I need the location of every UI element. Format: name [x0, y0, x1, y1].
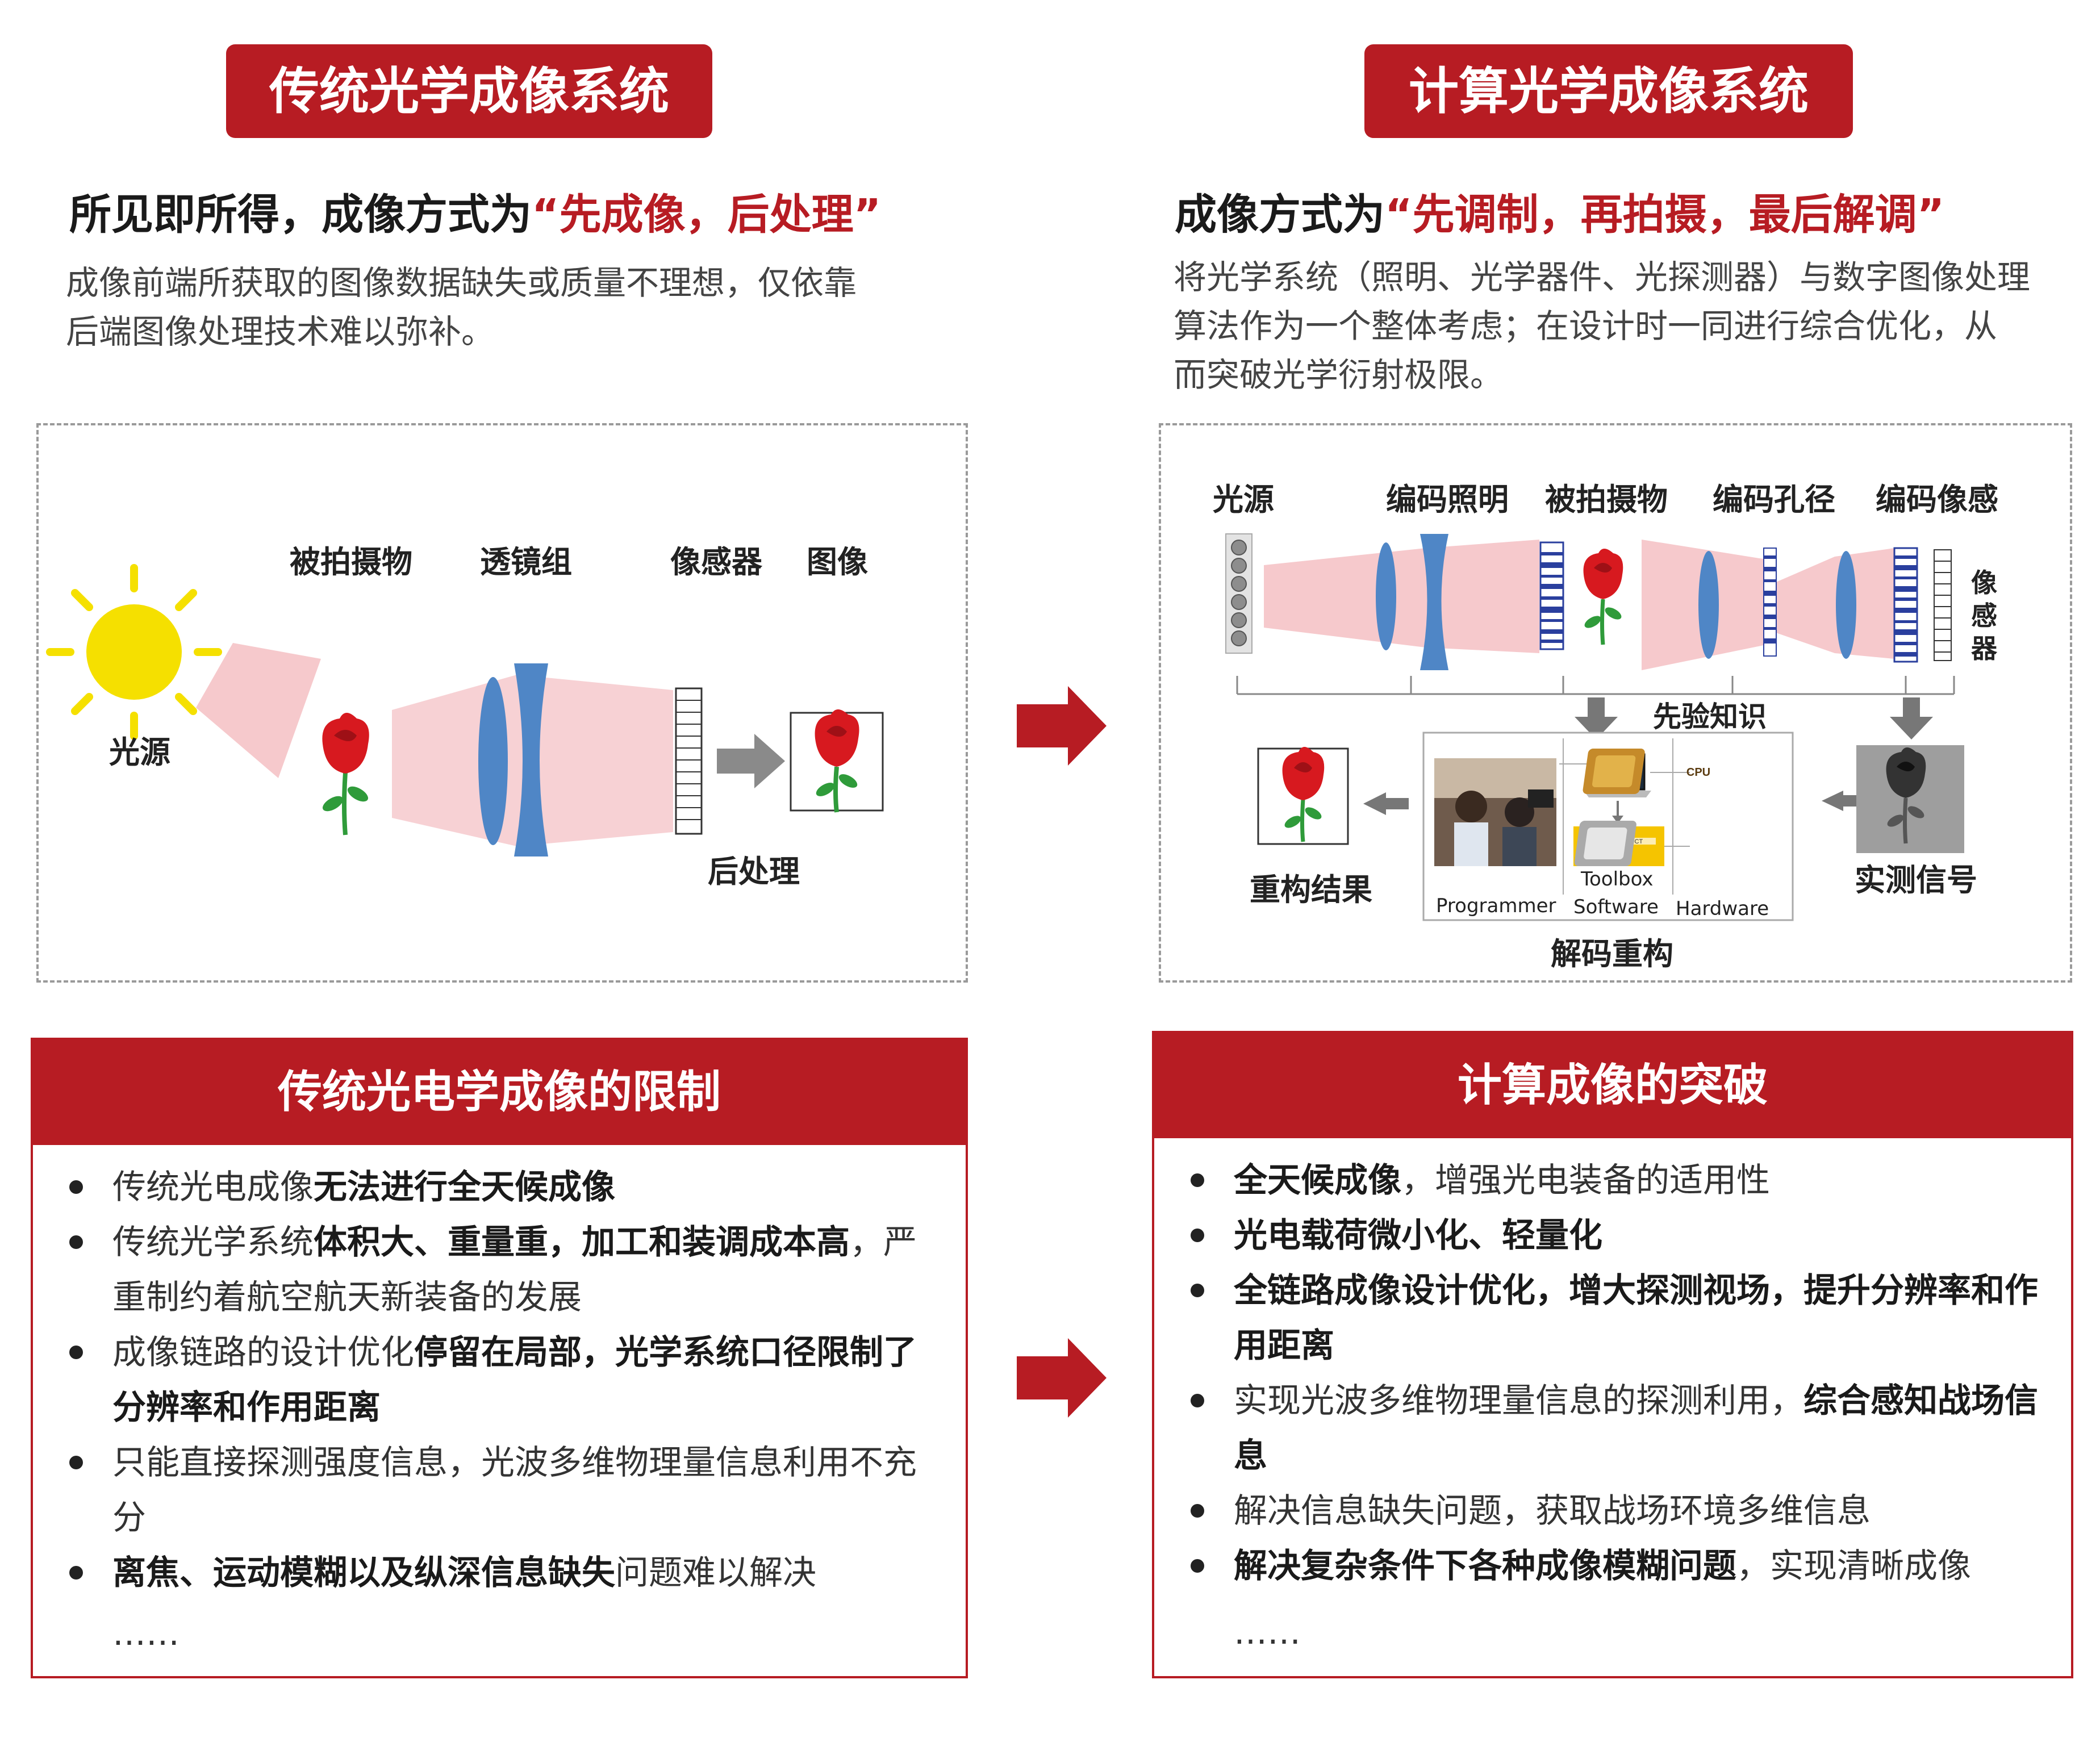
aperture-lens	[1698, 551, 1719, 659]
label-sensor-vertical-3: 器	[1971, 633, 1997, 664]
led-array-icon	[1225, 533, 1253, 654]
list-item: 解决复杂条件下各种成像模糊问题，实现清晰成像	[1154, 1538, 2071, 1593]
label-decoding: 解码重构	[1551, 936, 1673, 972]
traditional-limits-list: 传统光电成像无法进行全天候成像 传统光学系统体积大、重量重，加工和装调成本高，严…	[33, 1159, 966, 1600]
label-coded-illumination: 编码照明	[1386, 482, 1509, 517]
label-sensor-vertical-1: 像	[1971, 567, 1997, 598]
traditional-limits-ellipsis: ……	[112, 1614, 179, 1653]
rose-icon	[322, 713, 369, 835]
illumination-beam	[1264, 540, 1539, 653]
label-object: 被拍摄物	[290, 544, 412, 580]
right-subtitle: 成像方式为“先调制，再拍摄，最后解调”	[1175, 190, 1945, 239]
computational-breakthrough-ellipsis: ……	[1234, 1612, 1301, 1652]
coded-sensor-pattern	[1893, 547, 1952, 663]
label-coded-sensor: 编码像感	[1876, 482, 1998, 517]
label-lens-group: 透镜组	[480, 544, 572, 580]
light-beam	[196, 643, 321, 778]
reconstruction-rose-icon	[1282, 747, 1325, 842]
label-light-source-right: 光源	[1213, 482, 1274, 517]
right-description: 将光学系统（照明、光学器件、光探测器）与数字图像处理 算法作为一个整体考虑；在设…	[1174, 258, 2031, 394]
label-post-process: 后处理	[708, 854, 800, 889]
label-programmer: Programmer	[1436, 895, 1556, 917]
label-coded-aperture: 编码孔径	[1713, 482, 1835, 517]
programmer-photo	[1434, 758, 1556, 866]
left-arrow-icon	[1363, 792, 1409, 815]
right-title: 计算光学成像系统	[1408, 62, 1809, 120]
right-subtitle-highlight: “先调制，再拍摄，最后解调”	[1385, 190, 1945, 239]
coded-aperture-pattern	[1763, 548, 1777, 657]
computational-optics-diagram	[1159, 423, 2072, 983]
list-item: 离焦、运动模糊以及纵深信息缺失问题难以解决	[33, 1545, 966, 1600]
list-item: 解决信息缺失问题，获取战场环境多维信息	[1154, 1483, 2071, 1538]
list-item: 成像链路的设计优化停留在局部，光学系统口径限制了分辨率和作用距离	[33, 1325, 966, 1435]
label-software: Software	[1573, 896, 1659, 918]
label-prior-knowledge: 先验知识	[1653, 700, 1767, 733]
down-arrow-icon	[1890, 697, 1933, 739]
list-item: 全天候成像，增强光电装备的适用性	[1154, 1152, 2071, 1208]
gpu-chip-icon: CPU	[1583, 749, 1710, 794]
label-light-source: 光源	[109, 734, 170, 770]
label-sensor-vertical-2: 感	[1971, 600, 1997, 631]
convex-lens	[478, 677, 508, 845]
transition-arrow-icon	[1017, 686, 1107, 766]
traditional-optics-diagram	[36, 423, 968, 983]
illumination-lens	[1376, 542, 1396, 650]
list-item: 只能直接探测强度信息，光波多维物理量信息利用不充分	[33, 1435, 966, 1545]
list-item: 全链路成像设计优化，增大探测视场，提升分辨率和作用距离	[1154, 1263, 2071, 1373]
sensor-lens	[1836, 551, 1856, 659]
aperture-beam	[1769, 548, 1894, 659]
computational-breakthrough-header: 计算成像的突破	[1154, 1033, 2071, 1138]
coded-illumination-pattern	[1539, 541, 1564, 650]
object-rose-icon	[1583, 549, 1623, 645]
traditional-limits-header: 传统光电学成像的限制	[33, 1040, 966, 1145]
image-sensor-grid	[675, 687, 703, 835]
list-item: 实现光波多维物理量信息的探测利用，综合感知战场信息	[1154, 1373, 2071, 1483]
label-image: 图像	[807, 544, 868, 580]
output-rose-icon	[815, 709, 859, 813]
computational-breakthrough-list: 全天候成像，增强光电装备的适用性 光电载荷微小化、轻量化 全链路成像设计优化，增…	[1154, 1152, 2071, 1593]
label-object-right: 被拍摄物	[1545, 482, 1668, 517]
gpu-chip-text: CPU	[1686, 766, 1710, 779]
label-toolbox: Toolbox	[1581, 868, 1654, 891]
left-subtitle-highlight: “先成像，后处理”	[532, 190, 882, 239]
prior-knowledge-bracket	[1236, 676, 1955, 695]
concave-lens	[514, 663, 548, 856]
traditional-limits-panel: 传统光电学成像的限制 传统光电成像无法进行全天候成像 传统光学系统体积大、重量重…	[31, 1038, 968, 1678]
list-item: 传统光电成像无法进行全天候成像	[33, 1159, 966, 1214]
down-arrow-icon	[1575, 697, 1618, 739]
left-subtitle: 所见即所得，成像方式为“先成像，后处理”	[69, 190, 882, 239]
sun-icon	[46, 564, 222, 740]
label-measured-signal: 实测信号	[1855, 862, 1977, 898]
right-title-banner: 计算光学成像系统	[1364, 44, 1853, 138]
computational-breakthrough-panel: 计算成像的突破 全天候成像，增强光电装备的适用性 光电载荷微小化、轻量化 全链路…	[1152, 1031, 2073, 1678]
left-title: 传统光学成像系统	[269, 62, 669, 120]
list-item: 光电载荷微小化、轻量化	[1154, 1208, 2071, 1263]
post-process-arrow-icon	[717, 734, 785, 788]
left-arrow-icon	[1822, 791, 1863, 811]
left-description: 成像前端所获取的图像数据缺失或质量不理想，仅依靠 后端图像处理技术难以弥补。	[66, 264, 857, 351]
label-reconstruction: 重构结果	[1250, 872, 1372, 908]
label-hardware: Hardware	[1676, 897, 1769, 920]
cpu-chip-icon	[1574, 821, 1636, 866]
transition-arrow-icon	[1017, 1338, 1107, 1418]
label-sensor: 像感器	[670, 544, 762, 580]
measured-signal-image	[1856, 745, 1964, 853]
concave-lens-right	[1420, 534, 1448, 670]
left-title-banner: 传统光学成像系统	[226, 44, 712, 138]
list-item: 传统光学系统体积大、重量重，加工和装调成本高，严重制约着航空航天新装备的发展	[33, 1214, 966, 1325]
